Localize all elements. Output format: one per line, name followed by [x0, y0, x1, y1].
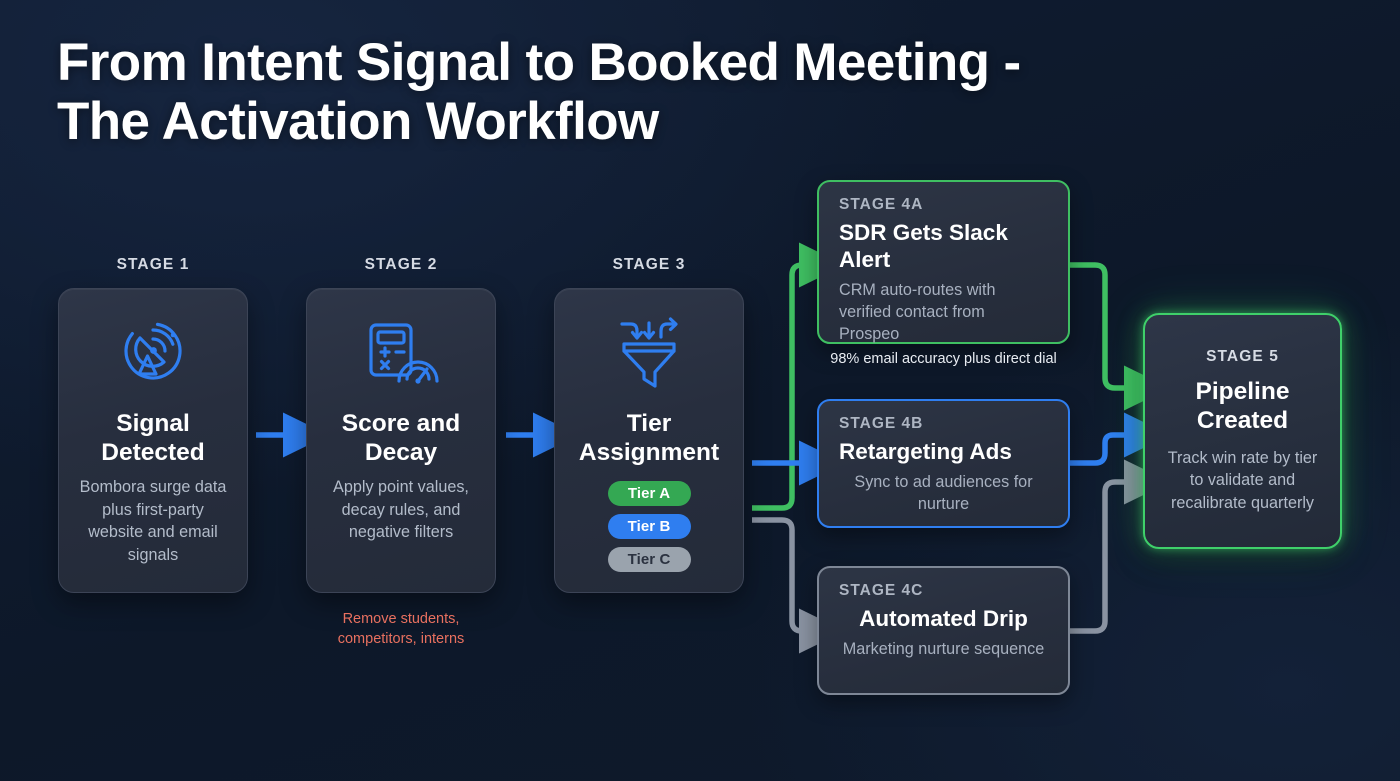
tier-badge-a[interactable]: Tier A	[607, 481, 691, 506]
stage-title-4b: Retargeting Ads	[839, 439, 1012, 464]
stage-card-4b[interactable]: STAGE 4B Retargeting Ads Sync to ad audi…	[817, 399, 1070, 528]
stage-label-1: STAGE 1	[116, 256, 190, 273]
page-title: From Intent Signal to Booked Meeting - T…	[57, 33, 1021, 151]
stage-label-5: STAGE 5	[1206, 347, 1279, 365]
stage-label-4a: STAGE 4A	[839, 196, 924, 213]
tier-badge-group: Tier A Tier B Tier C	[607, 481, 691, 572]
stage-description-4a: CRM auto-routes with verified contact fr…	[839, 281, 996, 343]
stage-card-2[interactable]: Score and Decay Apply point values, deca…	[306, 288, 496, 593]
stage-card-4c[interactable]: STAGE 4C Automated Drip Marketing nurtur…	[817, 566, 1070, 695]
stage-title-1: Signal Detected	[101, 410, 205, 466]
tier-badge-b[interactable]: Tier B	[607, 514, 691, 539]
stage-card-3[interactable]: Tier Assignment Tier A Tier B Tier C	[554, 288, 744, 593]
stage-label-4b: STAGE 4B	[839, 415, 924, 432]
stage-description-4c: Marketing nurture sequence	[842, 640, 1045, 658]
stage-label-2: STAGE 2	[364, 256, 438, 273]
stage-title-2: Score and Decay	[341, 410, 461, 466]
connector-stage4a-stage5	[1070, 262, 1170, 411]
stage-4a-annotation: 98% email accuracy plus direct dial	[830, 351, 1057, 367]
stage-card-1[interactable]: Signal Detected Bombora surge data plus …	[58, 288, 248, 593]
connector-stage3-stage4a	[752, 242, 845, 511]
stage-label-4c: STAGE 4C	[839, 582, 924, 599]
satellite-dish-signal-icon	[110, 311, 196, 397]
calculator-gauge-icon	[358, 311, 444, 397]
funnel-arrows-icon	[606, 311, 692, 397]
stage-description-2: Apply point values, decay rules, and neg…	[333, 478, 469, 541]
stage-card-5[interactable]: STAGE 5 Pipeline Created Track win rate …	[1143, 313, 1342, 549]
tier-badge-c[interactable]: Tier C	[607, 547, 691, 572]
connector-stage4c-stage5	[1070, 459, 1170, 634]
stage-title-4a: SDR Gets Slack Alert	[839, 220, 1008, 272]
stage-card-4a[interactable]: STAGE 4A SDR Gets Slack Alert CRM auto-r…	[817, 180, 1070, 344]
stage-title-4c: Automated Drip	[859, 606, 1028, 631]
stage-title-3: Tier Assignment	[578, 410, 720, 466]
connector-stage3-stage4c	[752, 517, 845, 654]
stage-description-4b: Sync to ad audiences for nurture	[854, 473, 1033, 513]
stage-description-5: Track win rate by tier to validate and r…	[1167, 448, 1318, 512]
stage-description-1: Bombora surge data plus first-party webs…	[79, 478, 227, 564]
stage-title-5: Pipeline Created	[1195, 377, 1290, 434]
stage-label-3: STAGE 3	[612, 256, 686, 273]
connector-stage4b-stage5	[1070, 412, 1170, 466]
stage-2-filter-note: Remove students, competitors, interns	[337, 611, 465, 647]
